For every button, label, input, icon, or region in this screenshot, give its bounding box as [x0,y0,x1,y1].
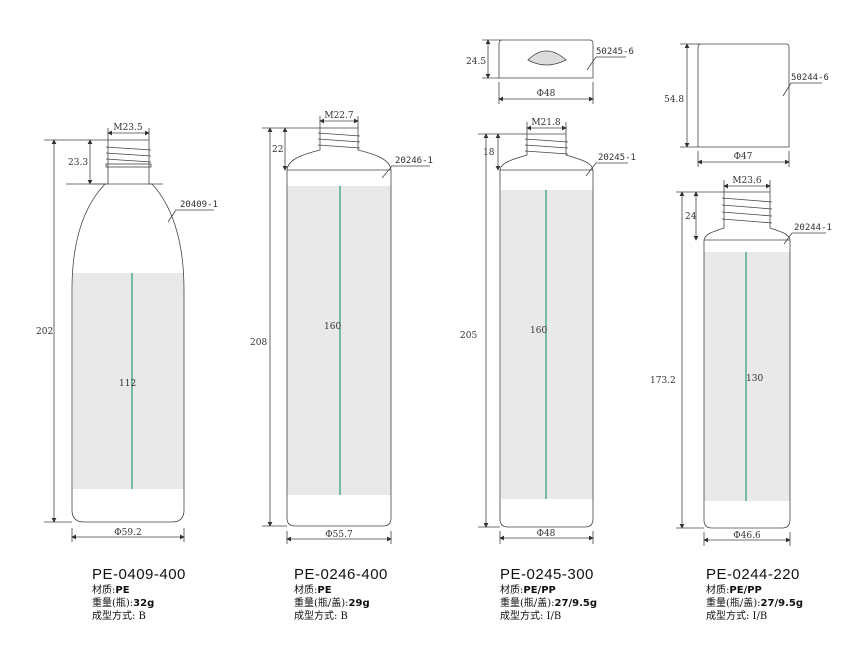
bottle-2-label-area [287,186,391,495]
bottle-4-outline [703,191,791,529]
product-4-material: 材质:PE/PP [706,585,762,596]
bottle-1-total-height: 202 [36,327,53,337]
product-4-molding: 成型方式: I/B [706,611,768,622]
bottle-4-total-height: 173.2 [650,376,676,386]
bottle-3-total-height: 205 [460,331,477,341]
product-2-caption: PE-0246-400 材质:PE 重量(瓶/盖):29g 成型方式: B [294,566,388,623]
bottle-3-code: 20245-1 [598,153,636,163]
bottle-1-outline [71,139,185,523]
cap-3-window [527,50,567,66]
product-4-caption: PE-0244-220 材质:PE/PP 重量(瓶/盖):27/9.5g 成型方… [706,566,803,623]
product-3-caption: PE-0245-300 材质:PE/PP 重量(瓶/盖):27/9.5g 成型方… [500,566,597,623]
product-3-molding: 成型方式: I/B [500,611,562,622]
bottle-1-label-area [73,273,184,489]
bottle-3-drawing [478,122,628,544]
product-4-model: PE-0244-220 [706,566,800,583]
bottle-1-code: 20409-1 [180,200,218,210]
bottle-2-code: 20246-1 [395,156,433,166]
product-4-weight: 重量(瓶/盖):27/9.5g [706,598,803,609]
bottle-4-label-area [704,252,790,501]
bottle-2-neck-dim: M22.7 [324,111,354,121]
bottle-1-label-height: 112 [119,379,136,389]
bottle-4-base-width: Φ46.6 [733,531,761,541]
bottle-4-code: 20244-1 [794,223,832,233]
cap-3-outline [498,39,594,79]
bottle-1-neck-dim: M23.5 [113,123,143,133]
bottle-4-drawing [676,180,826,546]
product-1-weight: 重量(瓶):32g [92,598,155,609]
product-2-weight: 重量(瓶/盖):29g [294,598,370,609]
bottle-2-base-width: Φ55.7 [325,530,353,540]
cap-3-width: Φ48 [537,89,556,99]
cap-4-drawing [680,43,822,167]
bottle-2-drawing [262,116,430,544]
cap-3-code: 50245-6 [596,47,634,57]
bottle-3-neck-height: 18 [483,148,495,158]
cap-4-width: Φ47 [734,152,753,162]
cap-4-outline [697,43,790,148]
bottle-2-total-height: 208 [250,338,267,348]
bottle-4-label-height: 130 [746,374,763,384]
bottle-1-base-width: Φ59.2 [114,528,141,538]
bottle-3-neck-dim: M21.8 [531,118,561,128]
product-3-weight: 重量(瓶/盖):27/9.5g [500,598,597,609]
bottle-1-neck-ring [105,163,152,168]
product-2-molding: 成型方式: B [294,611,348,622]
product-2-material: 材质:PE [294,585,332,596]
bottle-3-label-height: 160 [530,326,547,336]
product-3-material: 材质:PE/PP [500,585,556,596]
bottle-2-threads [317,132,361,149]
bottle-4-threads [721,197,773,224]
bottle-4-neck-height: 24 [685,212,697,222]
bottle-2-neck-height: 22 [272,145,283,155]
product-1-model: PE-0409-400 [92,566,186,583]
product-1-caption: PE-0409-400 材质:PE 重量(瓶):32g 成型方式: B [92,566,186,623]
bottle-2-outline [286,127,392,527]
bottle-3-label-area [501,190,593,499]
product-1-material: 材质:PE [92,585,130,596]
bottle-1-threads [105,146,152,163]
bottle-3-base-width: Φ48 [537,529,556,539]
bottle-2-label-height: 160 [324,322,341,332]
cap-4-code: 50244-6 [791,73,829,83]
bottle-3-threads [524,138,569,155]
product-3-model: PE-0245-300 [500,566,594,583]
bottle-4-neck-dim: M23.6 [732,176,762,186]
cap-3-drawing [482,39,626,104]
cap-3-height: 24.5 [466,57,486,67]
bottle-3-outline [499,133,594,528]
bottle-1-drawing [44,128,214,542]
product-2-model: PE-0246-400 [294,566,388,583]
bottle-1-neck-height: 23.3 [68,158,88,168]
cap-4-height: 54.8 [664,95,684,105]
product-1-molding: 成型方式: B [92,611,146,622]
